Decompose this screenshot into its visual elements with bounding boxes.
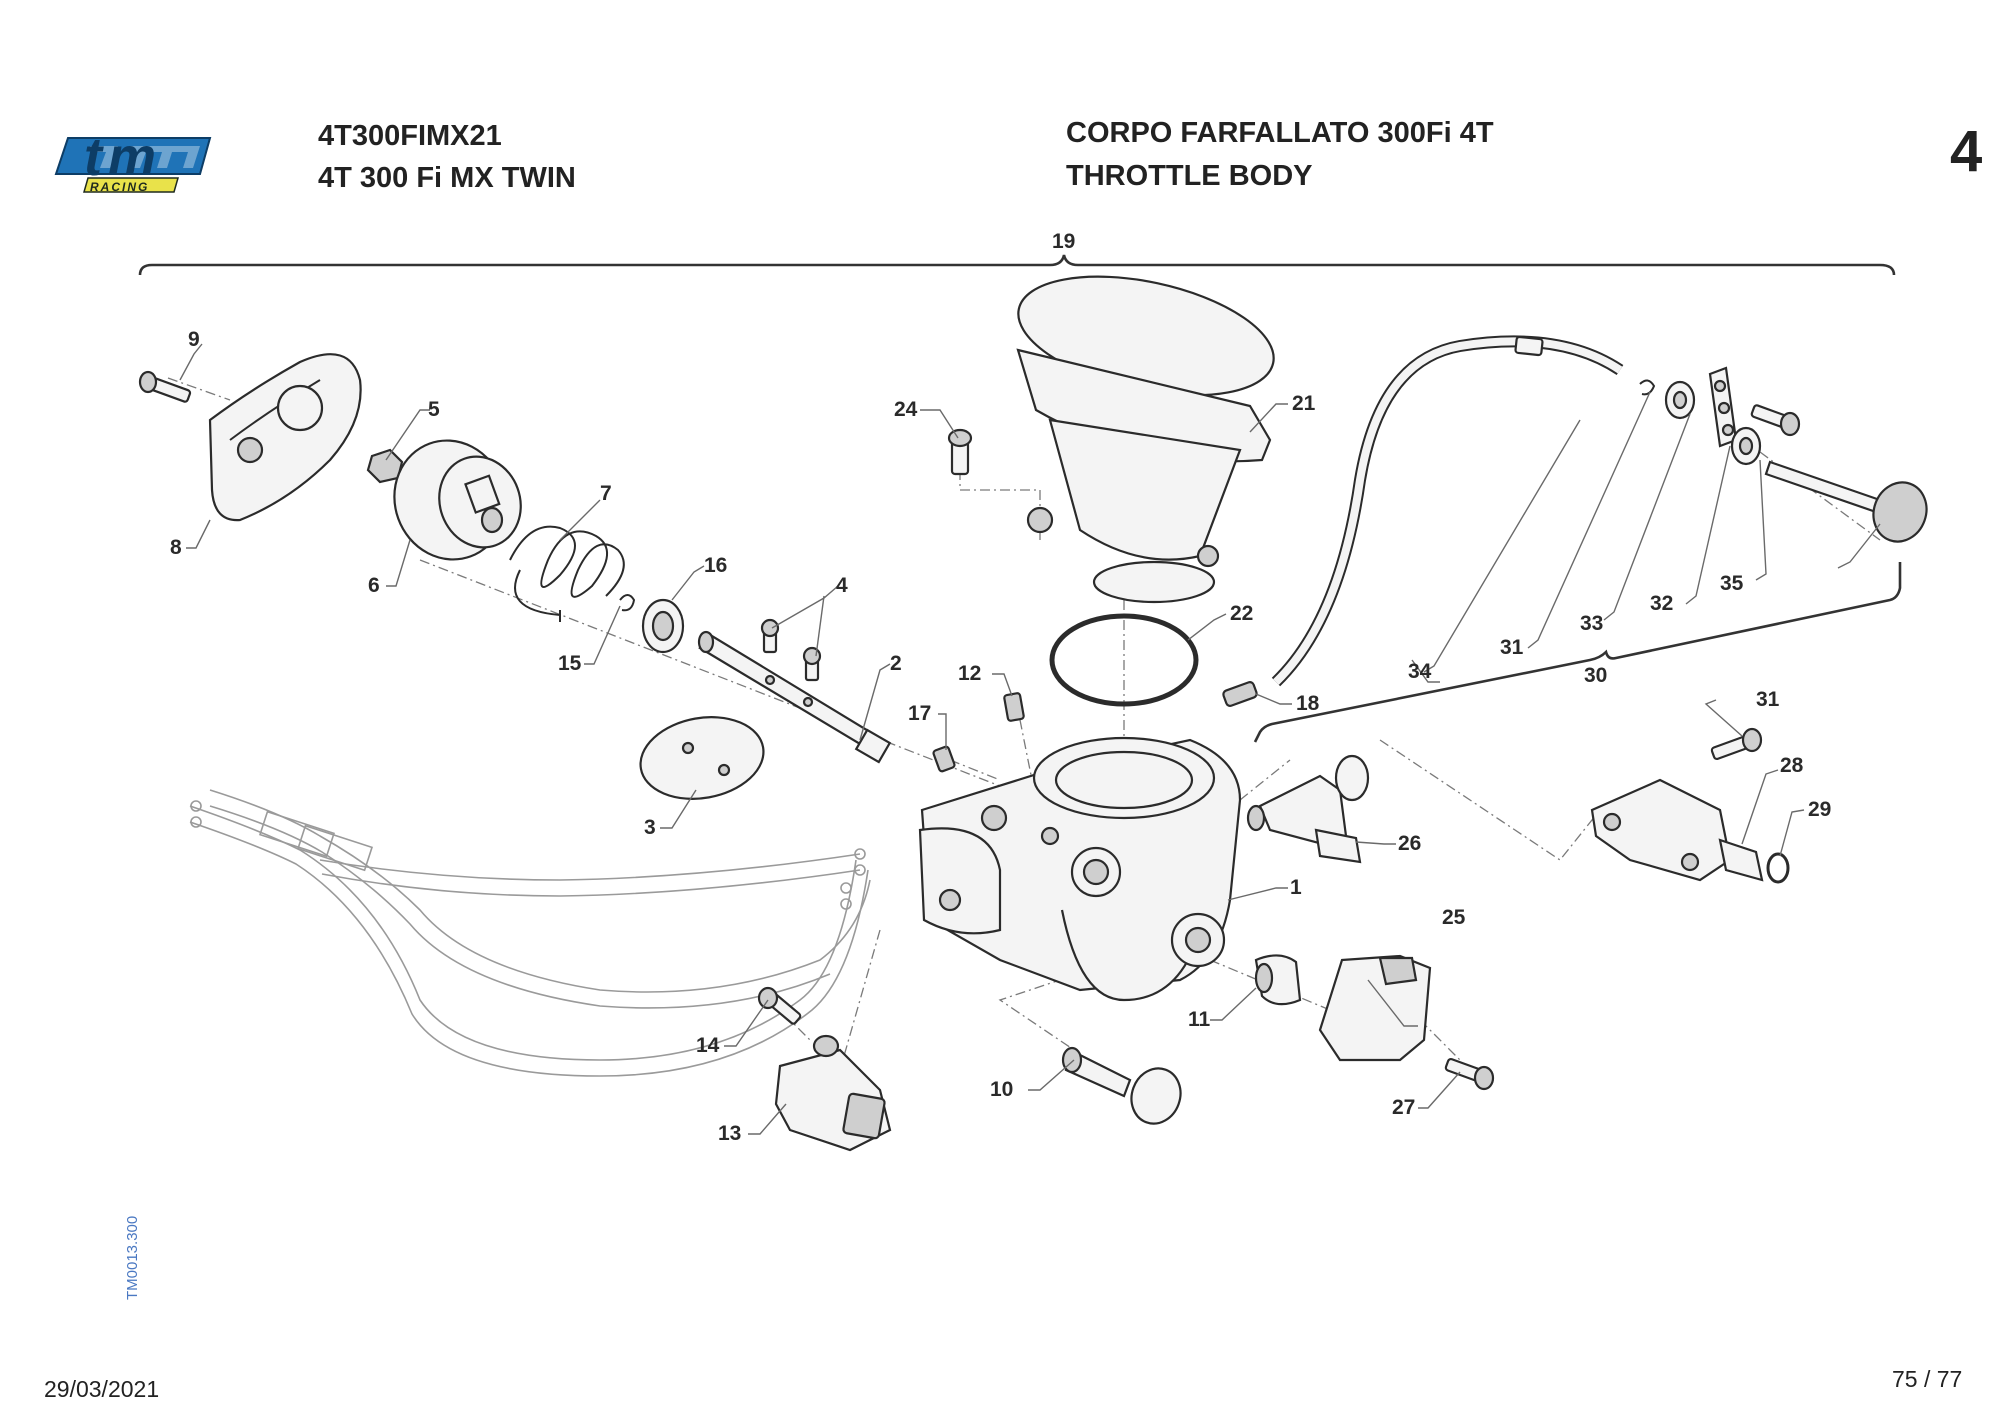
part-throttle-cover [208, 353, 362, 522]
tm-racing-logo [54, 137, 212, 193]
callout-numbers: 9 8 5 6 7 15 16 4 2 3 17 12 24 21 22 18 … [170, 230, 1831, 1145]
part-screw-25 [1444, 1057, 1495, 1091]
part-hose-33 [1271, 335, 1624, 687]
part-washer-34 [1730, 426, 1762, 466]
part-intake-boot-21 [1016, 275, 1275, 604]
callout-11: 11 [1188, 1008, 1211, 1031]
footer-date: 29/03/2021 [44, 1376, 160, 1402]
part-throttle-body-1 [918, 736, 1242, 1002]
callout-31-upper: 32 [1650, 592, 1673, 615]
part-o-ring-28 [1766, 852, 1790, 884]
assembly-label-30: 30 [1584, 664, 1607, 687]
part-screw-29 [1710, 727, 1763, 761]
callout-32: 33 [1580, 612, 1603, 635]
part-throttle-disc-3 [639, 716, 765, 800]
part-screw-bracket [1750, 404, 1801, 437]
part-bearing-16 [641, 598, 685, 654]
callout-16: 16 [704, 554, 727, 577]
part-throttle-shaft-2 [697, 630, 892, 764]
callout-15: 15 [558, 652, 582, 675]
callout-25: 27 [1392, 1096, 1415, 1119]
assembly-label-19: 19 [1052, 230, 1075, 253]
part-fitting-18 [1222, 681, 1258, 707]
throttle-cables [189, 789, 871, 1077]
part-bracket-31b [1708, 366, 1738, 448]
part-bushing-11 [1254, 954, 1302, 1006]
callout-1: 1 [1290, 876, 1302, 899]
callout-18: 18 [1296, 692, 1320, 715]
assembly-brace-19 [138, 254, 1896, 276]
callout-12: 12 [958, 662, 981, 685]
part-screw-9 [138, 370, 192, 403]
callout-21: 21 [1292, 392, 1316, 415]
callout-17: 17 [908, 702, 931, 725]
callout-7: 7 [600, 482, 612, 505]
model-name: 4T 300 Fi MX TWIN [318, 162, 576, 194]
logo-subtext: RACING [90, 180, 150, 194]
callout-34: 35 [1720, 572, 1744, 595]
callout-31-lower: 31 [1500, 636, 1524, 659]
callout-9: 9 [188, 328, 200, 351]
callout-5: 5 [428, 398, 440, 421]
part-spring-7 [509, 525, 625, 622]
callout-24: 25 [1442, 906, 1466, 929]
callout-27: 28 [1780, 754, 1804, 777]
part-pulley-6 [393, 439, 522, 561]
callout-22: 22 [1230, 602, 1253, 625]
callout-6: 6 [368, 574, 380, 597]
model-code: 4T300FIMX21 [318, 120, 502, 152]
part-screws-4 [760, 618, 822, 682]
part-screw-14 [757, 986, 802, 1025]
part-injector-holder-27 [1590, 778, 1764, 882]
part-screw-23 [947, 428, 973, 476]
part-clip-31a [1639, 379, 1656, 396]
footer-pagination: 75 / 77 [1892, 1366, 1963, 1392]
part-map-sensor-13 [774, 1034, 892, 1152]
part-screw-17 [932, 745, 956, 773]
part-circlip-15 [619, 594, 636, 612]
part-throttle-position-sensor-24 [1318, 954, 1432, 1062]
callout-14: 14 [696, 1034, 720, 1057]
part-o-ring-22 [1049, 613, 1199, 707]
callout-28: 29 [1808, 798, 1831, 821]
part-temperature-sensor-10 [1061, 1046, 1182, 1125]
part-idle-screw-35 [1764, 460, 1928, 543]
callout-29: 31 [1756, 688, 1780, 711]
callout-8: 8 [170, 536, 182, 559]
callout-33: 34 [1408, 660, 1432, 683]
callout-2: 2 [890, 652, 902, 675]
callout-4: 4 [836, 574, 848, 597]
callout-3: 3 [644, 816, 656, 839]
title-italian: CORPO FARFALLATO 300Fi 4T [1066, 117, 1494, 149]
callout-10: 10 [990, 1078, 1013, 1101]
section-number: 4 [1950, 119, 1983, 184]
leader-lines [179, 343, 1881, 1135]
callout-23: 24 [894, 398, 918, 421]
part-injector-26 [1246, 754, 1370, 864]
callout-13: 13 [718, 1122, 741, 1145]
logo-text: tm [84, 127, 162, 187]
part-screw-12 [1003, 692, 1025, 722]
title-english: THROTTLE BODY [1066, 160, 1313, 192]
part-washer-32 [1664, 380, 1696, 420]
logo-lettering: tm RACING [40, 127, 210, 208]
callout-26: 26 [1398, 832, 1421, 855]
drawing-code: TM0013.300 [124, 1215, 141, 1300]
assembly-brace-30 [1253, 562, 1902, 743]
